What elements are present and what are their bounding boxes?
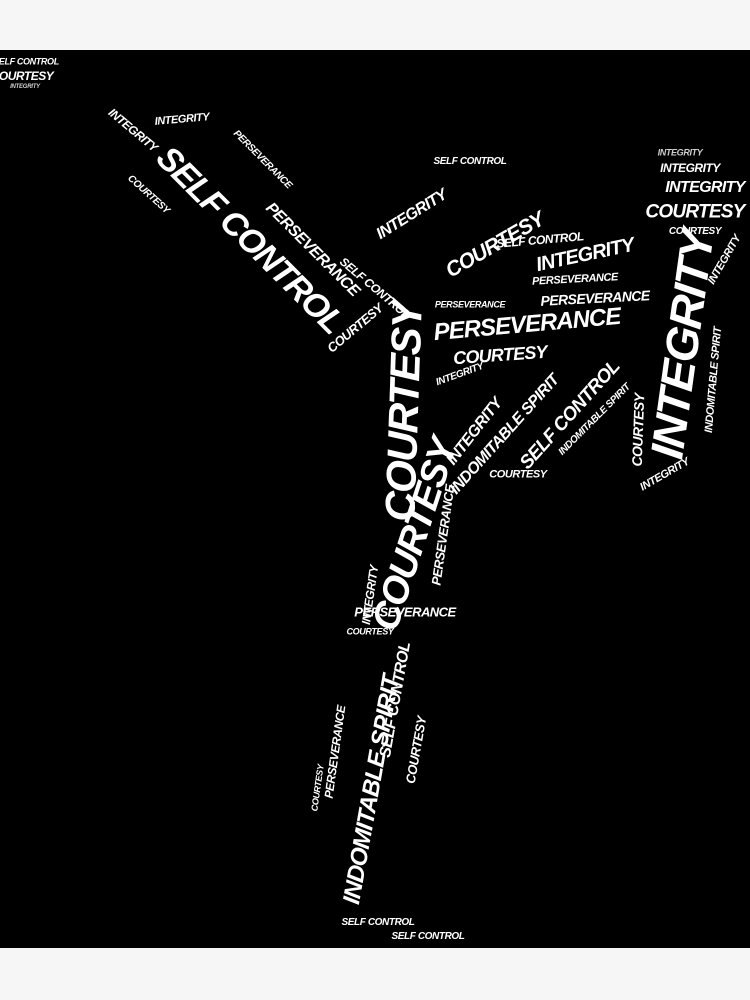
word: SELF CONTROL	[0, 56, 59, 67]
word: PERSEVERANCE	[540, 287, 650, 309]
word: INTEGRITY	[665, 179, 745, 196]
word: PERSEVERANCE	[354, 604, 456, 620]
word: COURTESY	[489, 468, 547, 481]
word: COURTESY	[668, 226, 722, 237]
word: INTEGRITY	[660, 161, 720, 175]
word: SELF CONTROL	[341, 917, 415, 928]
word: PERSEVERANCE	[434, 299, 506, 310]
word: INTEGRITY	[657, 147, 703, 158]
word-cloud-kicking-figure: SELF CONTROL PERSEVERANCE COURTESY COURT…	[0, 50, 750, 948]
word: COURTESY	[452, 341, 548, 369]
word: PERSEVERANCE	[432, 302, 622, 347]
word: COURTESY	[645, 201, 745, 223]
word: COURTESY	[628, 393, 648, 467]
word: INTEGRITY	[373, 186, 450, 243]
word: SELF CONTROL	[148, 138, 352, 342]
word: SELF CONTROL	[433, 156, 507, 167]
word: INTEGRITY	[105, 105, 161, 155]
word: COURTESY	[0, 69, 54, 83]
word: COURTESY	[402, 715, 430, 785]
word: COURTESY	[346, 626, 394, 637]
word: SELF CONTROL	[391, 931, 465, 942]
word: INTEGRITY	[154, 111, 210, 128]
word: INTEGRITY	[10, 84, 40, 90]
word: PERSEVERANCE	[230, 128, 294, 192]
word: PERSEVERANCE	[321, 704, 349, 800]
word: PERSEVERANCE	[531, 271, 619, 288]
word: INTEGRITY	[638, 455, 692, 494]
